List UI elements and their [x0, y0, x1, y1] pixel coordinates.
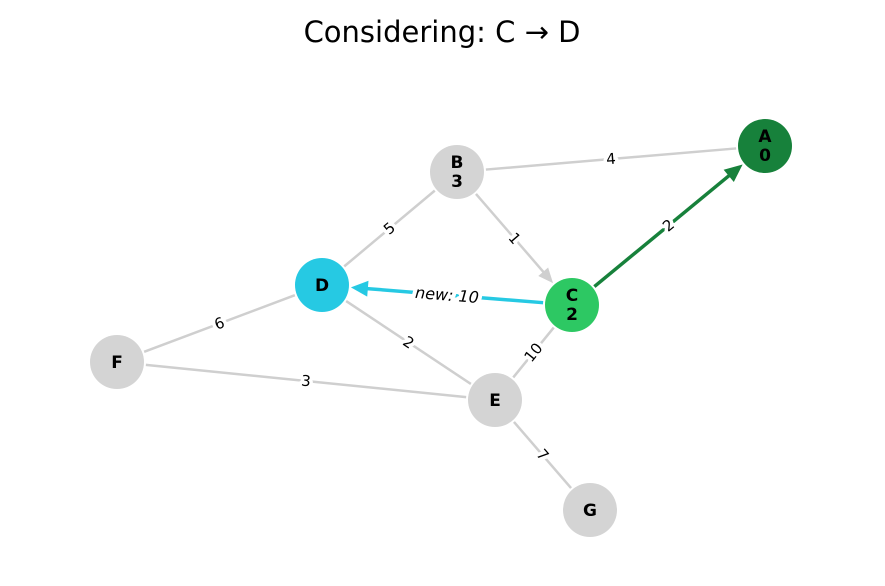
edge-D-F: [143, 294, 296, 353]
edge-arrowhead-C-D: [350, 280, 369, 297]
node-C: [545, 278, 599, 332]
node-distance-B: 3: [451, 172, 463, 192]
edge-arrowhead-B-C: [538, 267, 554, 284]
edge-B-C: [475, 193, 546, 275]
node-F: [90, 335, 144, 389]
page-title: Considering: C → D: [304, 15, 581, 49]
node-A: [738, 119, 792, 173]
node-G: [563, 483, 617, 537]
edge-label-D-F: 6: [212, 313, 227, 333]
node-E: [468, 373, 522, 427]
edge-C-A: [593, 172, 732, 288]
edge-D-E: [345, 300, 472, 385]
node-label-G: G: [583, 501, 597, 521]
node-D: [295, 258, 349, 312]
edge-label-C-E: 10: [520, 339, 546, 365]
edge-arrowhead-C-A: [723, 164, 743, 183]
node-label-E: E: [489, 391, 501, 411]
node-distance-A: 0: [759, 146, 771, 166]
edge-B-A: [485, 147, 737, 171]
edge-C-D: [365, 286, 544, 305]
edge-F-E: [145, 363, 467, 399]
node-distance-C: 2: [566, 305, 578, 325]
node-label-D: D: [315, 276, 329, 296]
edge-C-E: [512, 326, 555, 379]
node-label-B: B: [451, 153, 464, 173]
edge-B-D: [343, 189, 436, 268]
node-label-A: A: [758, 127, 772, 147]
edge-label-F-E: 3: [300, 372, 311, 391]
edge-label-D-E: 2: [400, 332, 418, 352]
node-B: [430, 145, 484, 199]
arrows-layer: [350, 164, 743, 297]
node-label-C: C: [566, 286, 578, 306]
edge-label-C-D: new: 10: [414, 283, 479, 307]
edge-E-G: [513, 421, 572, 489]
edges-layer: [143, 147, 737, 489]
node-label-F: F: [111, 353, 123, 373]
edge-label-B-A: 4: [605, 150, 616, 169]
